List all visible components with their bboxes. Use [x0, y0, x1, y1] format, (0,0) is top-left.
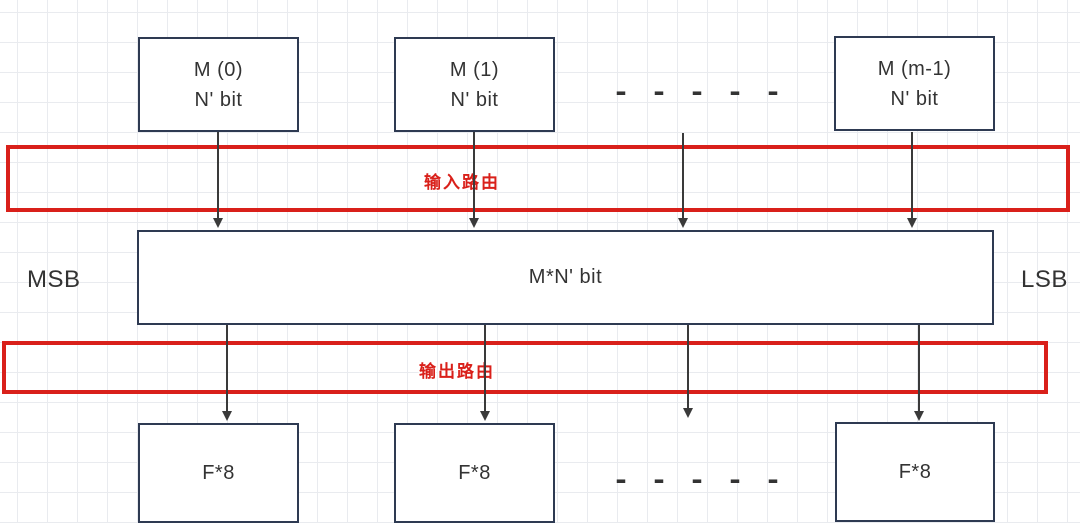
- ellipsis-top: - - - - -: [612, 77, 784, 111]
- arrow-source1-to-bus: [469, 132, 479, 228]
- bus-label: M*N' bit: [528, 266, 603, 288]
- input-routing-label: 输入路由: [424, 173, 500, 192]
- source-module-subtitle: N' bit: [450, 88, 499, 111]
- output-module-box-2: F*8: [835, 422, 995, 522]
- source-module-title: M (1): [449, 58, 500, 81]
- output-routing-band: [2, 341, 1048, 394]
- output-routing-label: 输出路由: [419, 362, 495, 381]
- source-module-title: M (m-1): [877, 57, 952, 80]
- arrow-ellipsis-to-bus: [678, 133, 688, 228]
- arrow-bus-to-output0: [222, 325, 232, 421]
- output-module-label: F*8: [202, 462, 235, 484]
- output-module-label: F*8: [898, 461, 932, 483]
- arrow-bus-to-output2: [914, 325, 924, 421]
- output-module-box-1: F*8: [394, 423, 555, 523]
- msb-label: MSB: [27, 266, 81, 293]
- ellipsis-bottom: - - - - -: [612, 465, 784, 499]
- input-routing-band: [6, 145, 1070, 212]
- output-module-label: F*8: [458, 462, 491, 484]
- bus-box: M*N' bit: [137, 230, 994, 325]
- source-module-title: M (0): [193, 58, 244, 81]
- source-module-box-2: M (m-1) N' bit: [834, 36, 995, 131]
- lsb-label: LSB: [1021, 266, 1068, 293]
- arrow-source2-to-bus: [907, 132, 917, 228]
- arrow-source0-to-bus: [213, 132, 223, 228]
- source-module-subtitle: N' bit: [890, 87, 939, 110]
- source-module-box-1: M (1) N' bit: [394, 37, 555, 132]
- source-module-box-0: M (0) N' bit: [138, 37, 299, 132]
- arrow-bus-to-ellipsis: [683, 325, 693, 418]
- arrow-bus-to-output1: [480, 325, 490, 421]
- source-module-subtitle: N' bit: [194, 88, 243, 111]
- output-module-box-0: F*8: [138, 423, 299, 523]
